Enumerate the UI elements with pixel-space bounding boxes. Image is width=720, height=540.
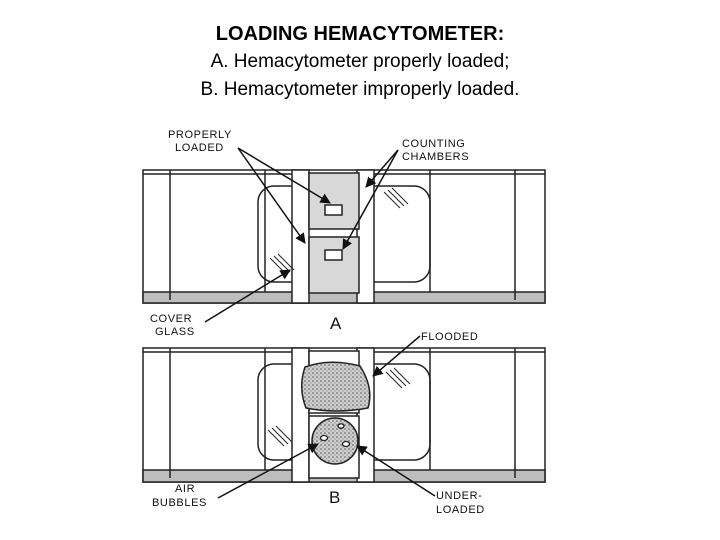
under-loaded-sample [311,417,359,465]
hatch-marks-b [267,367,411,447]
title-block: LOADING HEMACYTOMETER: A. Hemacytometer … [0,20,720,104]
label-under-loaded: UNDER- LOADED [436,490,486,516]
label-air-bubbles: AIR BUBBLES [152,483,207,509]
counting-chamber-a-top [308,172,360,230]
label-counting-chambers: COUNTING CHAMBERS [402,138,469,163]
subtitle-b: B. Hemacytometer improperly loaded. [200,79,520,100]
air-bubble [341,440,351,448]
label-properly-loaded: PROPERLY LOADED [168,129,235,154]
air-bubble [337,423,345,429]
label-flooded: FLOODED [421,331,478,343]
counting-chamber-a-bottom [308,236,360,294]
subtitle-a: A. Hemacytometer properly loaded; [210,51,510,72]
label-cover-glass: COVER GLASS [150,313,196,338]
panel-label-b: B [329,488,340,507]
air-bubble-group [319,423,351,448]
diagram-title: LOADING HEMACYTOMETER: [215,23,505,45]
leader-arrows [204,147,436,499]
air-bubble [319,434,329,442]
flooded-sample [301,361,371,412]
slide-a [142,169,546,304]
panel-label-a: A [330,314,342,333]
slide-b [142,347,546,483]
